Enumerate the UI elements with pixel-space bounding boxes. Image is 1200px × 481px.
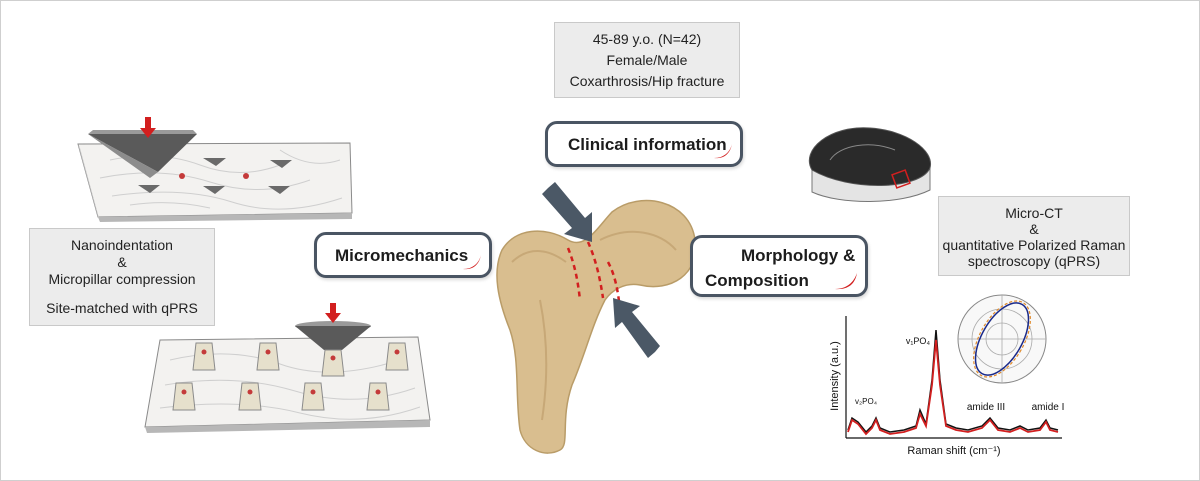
raman-peak-v1: v₁PO₄ bbox=[906, 336, 931, 346]
micromechanics-label: Micromechanics bbox=[335, 246, 469, 265]
raman-xlabel: Raman shift (cm⁻¹) bbox=[907, 445, 1000, 457]
swoosh-accent-icon bbox=[714, 144, 732, 159]
microct-line-2: & bbox=[1029, 221, 1039, 237]
clinical-sex-line: Female/Male bbox=[606, 52, 688, 68]
raman-amide1-label: amide I bbox=[1032, 402, 1065, 413]
nano-line-4: Site-matched with qPRS bbox=[46, 300, 198, 316]
swoosh-accent-icon bbox=[835, 273, 857, 290]
microct-box: Micro-CT & quantitative Polarized Raman … bbox=[938, 196, 1130, 276]
nano-line-2: & bbox=[117, 254, 127, 270]
clinical-age-line: 45-89 y.o. (N=42) bbox=[592, 31, 702, 47]
microct-line-4: spectroscopy (qPRS) bbox=[967, 253, 1101, 269]
morphology-label-line2: Composition bbox=[705, 271, 809, 290]
pillar-icon bbox=[172, 342, 409, 411]
raman-amide3-label: amide III bbox=[967, 402, 1005, 413]
raman-peak-v2: v₂PO₄ bbox=[855, 397, 877, 406]
nano-line-1: Nanoindentation bbox=[71, 237, 173, 253]
down-arrow-icon bbox=[325, 303, 341, 323]
morphology-composition-pill: Morphology & Composition bbox=[690, 235, 868, 297]
morphology-label-line1: Morphology & bbox=[741, 246, 856, 265]
clinical-data-box: 45-89 y.o. (N=42) Female/Male Coxarthros… bbox=[554, 22, 740, 98]
indent-marks bbox=[138, 158, 292, 194]
micromechanics-pill: Micromechanics bbox=[314, 232, 492, 278]
microct-line-1: Micro-CT bbox=[1005, 205, 1063, 221]
nano-line-3: Micropillar compression bbox=[48, 271, 196, 287]
arrow-icon bbox=[542, 182, 660, 358]
microct-line-3: quantitative Polarized Raman bbox=[942, 237, 1126, 253]
raman-ylabel: Intensity (a.u.) bbox=[829, 341, 841, 411]
cone-punch-icon bbox=[295, 321, 371, 350]
down-arrow-icon bbox=[140, 117, 156, 138]
nanoindentation-box: Nanoindentation & Micropillar compressio… bbox=[29, 228, 215, 326]
swoosh-accent-icon bbox=[463, 255, 481, 270]
clinical-information-pill: Clinical information bbox=[545, 121, 743, 167]
clinical-diagnosis-line: Coxarthrosis/Hip fracture bbox=[569, 73, 725, 89]
clinical-information-label: Clinical information bbox=[568, 135, 727, 154]
